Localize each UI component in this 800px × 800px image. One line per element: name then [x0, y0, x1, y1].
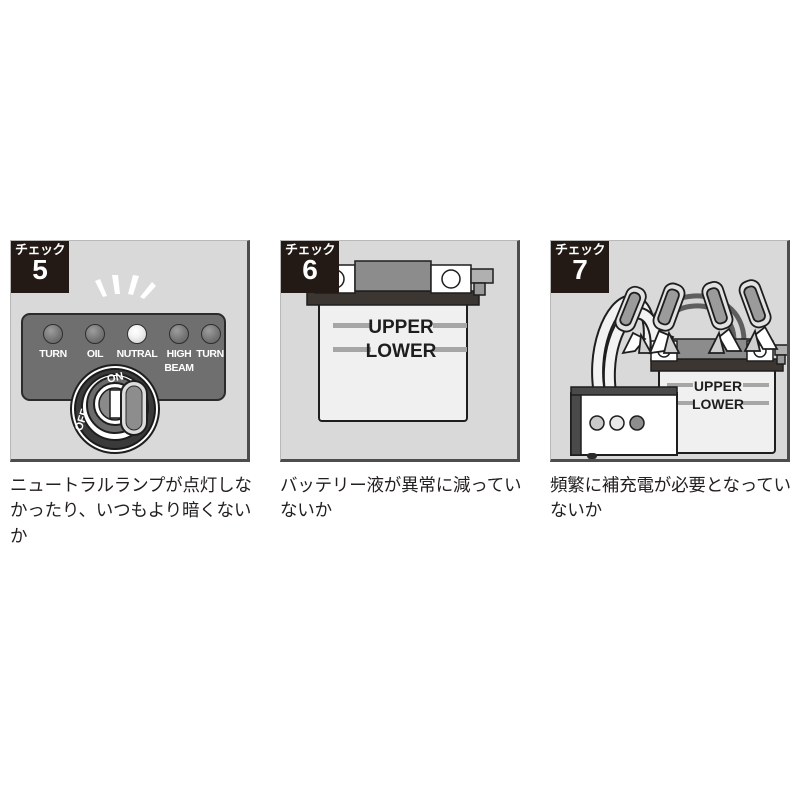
- alligator-clip-2: [648, 282, 686, 355]
- badge-5: チェック 5: [11, 241, 69, 293]
- cluster-illustration: [95, 275, 156, 299]
- battery-illustration: UPPER LOWER: [306, 260, 494, 422]
- badge-number-label: 7: [572, 254, 588, 285]
- caption-6: バッテリー液が異常に減っていないか: [280, 476, 522, 522]
- battery-level-label-lower: LOWER: [366, 341, 437, 362]
- battery-level-label-lower: LOWER: [692, 396, 744, 412]
- indicator-lamp-turn-left: [43, 324, 63, 344]
- badge-kana-label: チェック: [14, 243, 66, 258]
- charger-illustration: UPPER LOWER: [570, 279, 787, 459]
- check-panel-7: UPPER LOWER: [550, 240, 794, 525]
- badge-kana-label: チェック: [554, 243, 606, 258]
- caption-5: ニュートラルランプが点灯しなかったり、いつもより暗くないか: [10, 476, 252, 547]
- battery-level-label-upper: UPPER: [694, 378, 742, 394]
- lamp-label-neutral: NUTRAL: [116, 348, 158, 360]
- badge-kana-label: チェック: [284, 243, 336, 258]
- badge-number-label: 6: [302, 254, 318, 285]
- lamp-label-beam: BEAM: [164, 362, 194, 374]
- charger-indicator-3: [629, 415, 645, 431]
- badge-6: チェック 6: [281, 241, 339, 293]
- charger-indicator-2: [609, 415, 625, 431]
- caption-7: 頻繁に補充電が必要となっていないか: [550, 476, 791, 522]
- badge-7: チェック 7: [551, 241, 609, 293]
- indicator-lamp-turn-right: [201, 324, 221, 344]
- instrument-cluster: TURN OIL NUTRAL HIGH BEAM TURN: [21, 313, 226, 401]
- lamp-label-turn-right: TURN: [196, 348, 224, 360]
- indicator-lamp-neutral: [127, 324, 147, 344]
- check-panel-6: UPPER LOWER チェック 6 バッテリー液が異常に減っていないか: [280, 240, 524, 525]
- alligator-clip-1: [614, 285, 653, 355]
- lamp-label-high: HIGH: [166, 348, 192, 360]
- lamp-label-turn-left: TURN: [39, 348, 67, 360]
- charger-indicator-1: [589, 415, 605, 431]
- figure-instrument-cluster: チェック 5 TURN OIL NUTRAL HIGH BEAM TURN: [10, 240, 250, 462]
- indicator-lamp-high-beam: [169, 324, 189, 344]
- battery-charger-unit: [570, 386, 678, 459]
- alligator-clip-3: [701, 281, 743, 354]
- ignition-label-on: ON: [106, 370, 125, 385]
- badge-number-label: 5: [32, 254, 48, 285]
- battery-level-label-upper: UPPER: [368, 317, 434, 338]
- lamp-label-oil: OIL: [86, 348, 104, 360]
- check-panel-5: チェック 5 TURN OIL NUTRAL HIGH BEAM TURN: [10, 240, 254, 550]
- figure-battery-fluid: UPPER LOWER チェック 6: [280, 240, 520, 462]
- figure-battery-charger: UPPER LOWER: [550, 240, 790, 462]
- indicator-lamp-oil: [85, 324, 105, 344]
- light-rays-icon: [95, 275, 156, 299]
- ignition-key-switch: ON OFF: [70, 364, 160, 454]
- alligator-clip-4: [738, 279, 779, 352]
